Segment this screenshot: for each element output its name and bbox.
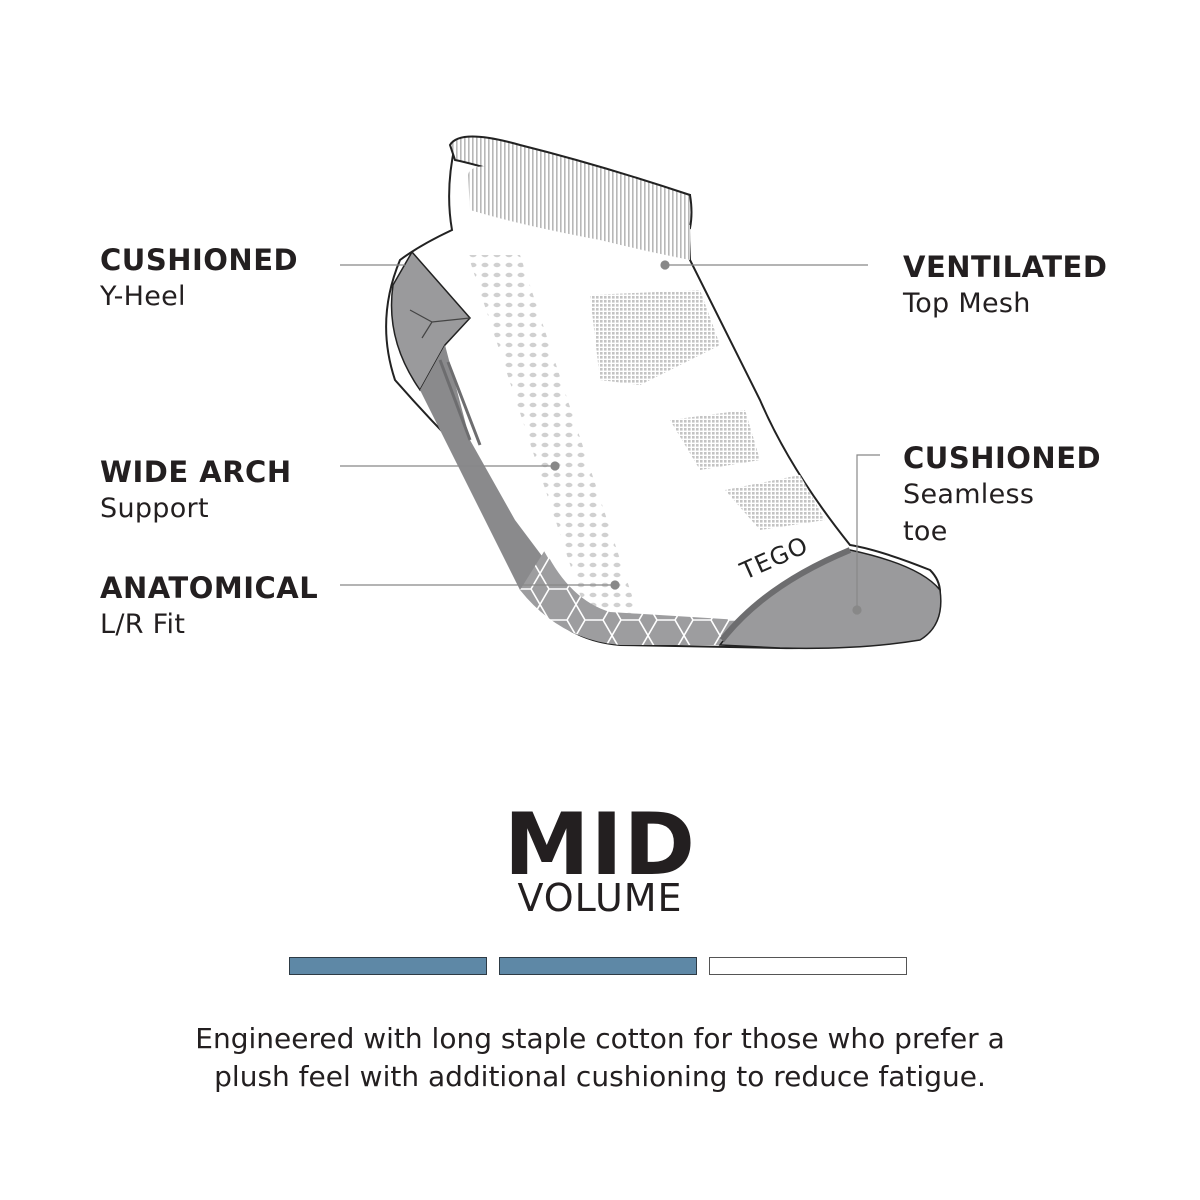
feature-wide-arch: WIDE ARCH Support <box>100 454 292 527</box>
feature-subtitle: Top Mesh <box>903 288 1031 319</box>
feature-title: ANATOMICAL <box>100 571 319 605</box>
feature-title: CUSHIONED <box>100 243 299 277</box>
volume-bar-filled <box>499 957 697 975</box>
feature-title: WIDE ARCH <box>100 455 292 489</box>
volume-bar-filled <box>289 957 487 975</box>
feature-title: VENTILATED <box>903 250 1108 284</box>
volume-bar-empty <box>709 957 907 975</box>
feature-title: CUSHIONED <box>903 441 1102 475</box>
description: Engineered with long staple cotton for t… <box>195 1022 1005 1093</box>
feature-subtitle-line1: Seamless <box>903 479 1035 510</box>
feature-subtitle: L/R Fit <box>100 609 186 640</box>
feature-anatomical: ANATOMICAL L/R Fit <box>100 570 318 643</box>
feature-subtitle-line2: toe <box>903 516 948 547</box>
volume-level: MID <box>504 795 696 895</box>
feature-cushioned-heel: CUSHIONED Y-Heel <box>100 242 298 315</box>
feature-cushioned-toe: CUSHIONED Seamless toe <box>903 440 1101 550</box>
feature-subtitle: Support <box>100 493 209 524</box>
volume-meter <box>289 957 907 975</box>
feature-subtitle: Y-Heel <box>100 281 186 312</box>
feature-ventilated: VENTILATED Top Mesh <box>903 249 1107 322</box>
volume-label: VOLUME <box>517 876 683 920</box>
sock-illustration-icon: TEGO <box>340 135 942 650</box>
